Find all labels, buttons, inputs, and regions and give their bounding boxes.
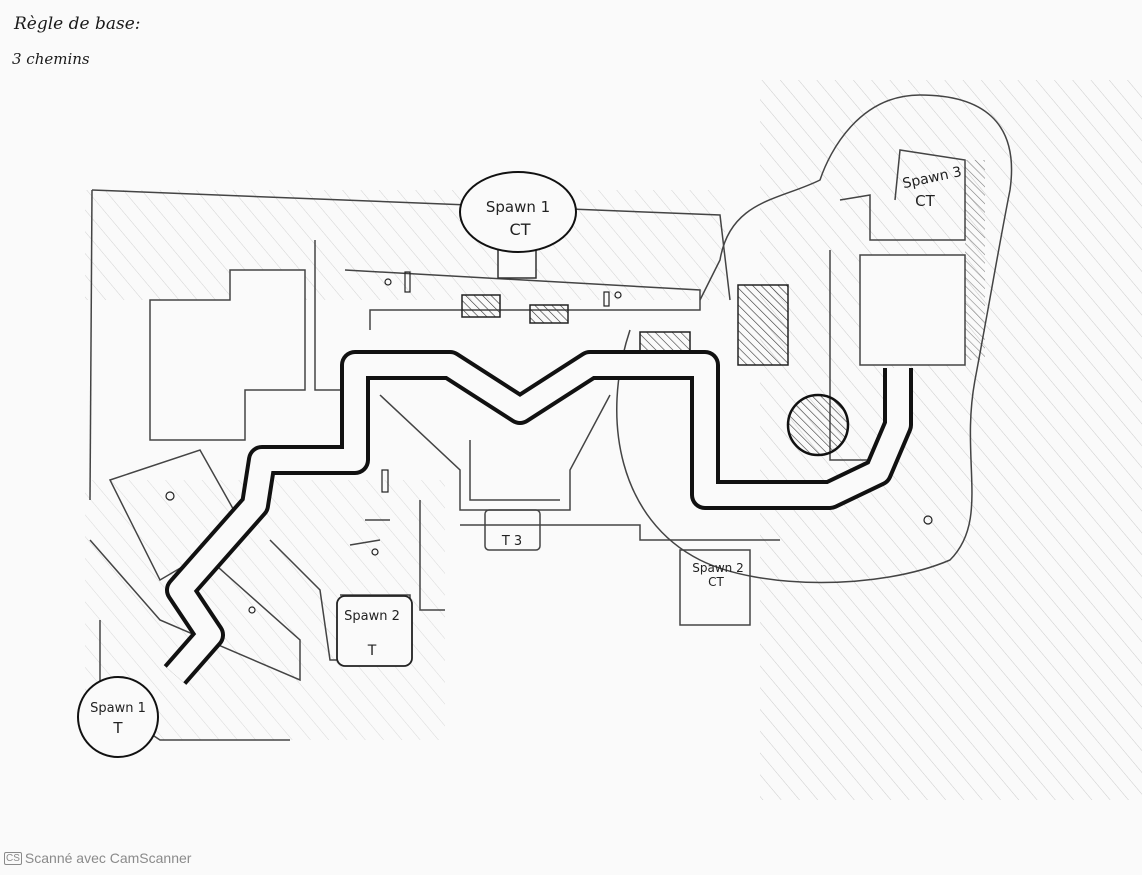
- rule-text: 3 chemins: [12, 50, 90, 68]
- t3-label: T 3: [501, 534, 522, 549]
- spawn-2-t-team: T: [367, 643, 377, 659]
- camscanner-text: Scanné avec CamScanner: [24, 850, 192, 866]
- spawn-2-ct-team: CT: [708, 575, 724, 589]
- spawn-2-ct: Spawn 2 CT: [692, 561, 743, 589]
- scanner-watermark: CS Scanné avec CamScanner: [4, 850, 191, 866]
- spawn-2-t-name: Spawn 2: [344, 609, 400, 624]
- pillar: [786, 393, 850, 457]
- spawn-1-ct-name: Spawn 1: [486, 198, 550, 216]
- spawn-1-t-name: Spawn 1: [90, 701, 146, 716]
- spawn-1-t: Spawn 1 T: [77, 676, 159, 758]
- cover-block: [737, 284, 789, 366]
- spawn-1-t-team: T: [112, 719, 123, 737]
- spawn-3-ct-team: CT: [915, 192, 935, 210]
- markers: [165, 271, 933, 614]
- map-outline: [89, 94, 1013, 741]
- main-path: [163, 350, 913, 685]
- camscanner-badge: CS: [4, 851, 22, 865]
- spawn-1-ct: Spawn 1 CT: [459, 171, 577, 279]
- rule-title: Règle de base:: [14, 14, 141, 34]
- spawn-2-ct-name: Spawn 2: [692, 561, 743, 575]
- spawn-1-ct-team: CT: [510, 220, 531, 239]
- spawn-2-t: Spawn 2 T: [336, 595, 413, 667]
